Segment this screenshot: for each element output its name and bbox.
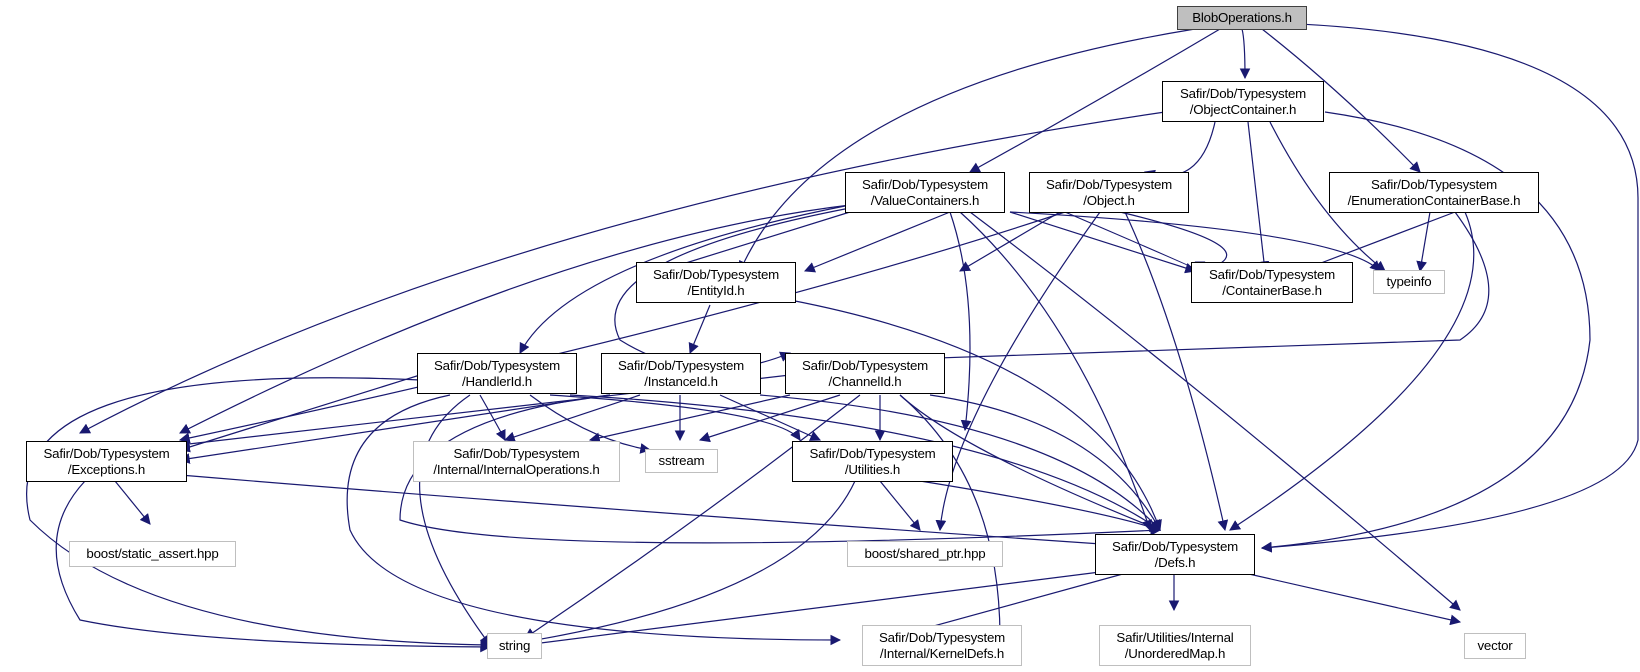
edge [1260,111,1591,553]
edge [1261,28,1421,173]
edge [524,394,861,639]
edge [178,394,611,464]
node-value-containers[interactable]: Safir/Dob/Typesystem/ValueContainers.h [845,172,1005,213]
edge [969,211,1461,611]
edge [1298,211,1456,273]
edge [523,571,1101,650]
edge [1009,211,1197,274]
edge [588,394,791,444]
edge [549,394,801,441]
node-unordered-map[interactable]: Safir/Utilities/Internal/UnorderedMap.h [1099,625,1251,666]
edge [959,211,1153,532]
edge [759,394,1161,531]
edge [503,480,856,649]
edge [658,211,851,274]
node-object[interactable]: Safir/Dob/Typesystem/Object.h [1029,172,1189,213]
edge [698,394,841,443]
edge [1416,211,1431,273]
node-static-assert[interactable]: boost/static_assert.hpp [69,541,236,567]
edge [1244,21,1639,553]
edge [179,204,851,434]
node-shared-ptr[interactable]: boost/shared_ptr.hpp [847,541,1003,567]
edge [79,111,1166,434]
node-string[interactable]: string [487,633,542,659]
edge [1247,121,1270,273]
edge [929,394,1161,531]
edge [419,394,491,646]
edge [959,211,1061,272]
edge [919,480,1162,533]
node-kernel-defs[interactable]: Safir/Dob/Typesystem/Internal/KernelDefs… [862,625,1022,666]
edge [899,394,1162,532]
edge [688,304,711,354]
edge [55,480,492,653]
edge [399,394,1162,544]
node-vector[interactable]: vector [1464,633,1526,659]
node-enumeration-container-base[interactable]: Safir/Dob/Typesystem/EnumerationContaine… [1329,172,1539,213]
edge [949,211,972,432]
edge [738,28,1196,272]
node-exceptions[interactable]: Safir/Dob/Typesystem/Exceptions.h [26,441,187,482]
node-container-base[interactable]: Safir/Dob/Typesystem/ContainerBase.h [1191,262,1353,303]
node-channel-id[interactable]: Safir/Dob/Typesystem/ChannelId.h [785,353,945,394]
edge [1229,211,1475,531]
edge [789,299,1162,532]
edge [178,374,421,453]
node-typeinfo[interactable]: typeinfo [1373,270,1445,294]
edge [1124,211,1229,532]
edge [503,394,641,443]
node-object-container[interactable]: Safir/Dob/Typesystem/ObjectContainer.h [1162,81,1324,122]
edge [25,377,492,651]
edge [1009,211,1381,272]
edge [879,480,921,531]
edge [969,28,1221,173]
node-internal-operations[interactable]: Safir/Dob/Typesystem/Internal/InternalOp… [413,441,620,482]
edge [1239,571,1462,626]
node-handler-id[interactable]: Safir/Dob/Typesystem/HandlerId.h [417,353,577,394]
edge [803,211,951,273]
edge [179,474,1162,553]
edge [1239,28,1251,80]
node-blob-operations[interactable]: BlobOperations.h [1177,6,1307,30]
edge [878,211,1490,366]
node-instance-id[interactable]: Safir/Dob/Typesystem/InstanceId.h [601,353,761,394]
node-defs[interactable]: Safir/Dob/Typesystem/Defs.h [1095,534,1255,575]
edge [899,394,1006,640]
edge [1269,121,1386,272]
node-utilities[interactable]: Safir/Dob/Typesystem/Utilities.h [792,441,953,482]
edge [114,480,151,525]
node-sstream[interactable]: sstream [645,449,718,473]
edge [935,211,1101,532]
edge [346,394,842,646]
edge [178,211,1066,444]
node-entity-id[interactable]: Safir/Dob/Typesystem/EntityId.h [636,262,796,303]
edge [1143,121,1216,181]
edge [519,204,851,354]
